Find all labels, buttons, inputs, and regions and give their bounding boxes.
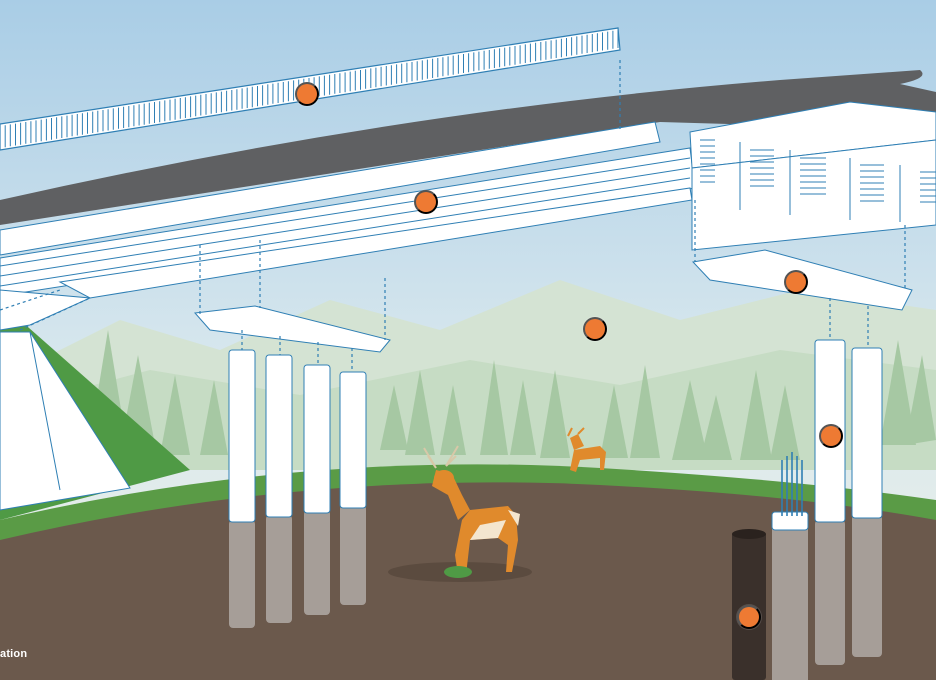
hotspot-wildlife-passage[interactable] <box>583 317 607 341</box>
caption-text: ation <box>0 648 28 660</box>
hotspot-girder[interactable] <box>414 190 438 214</box>
connection-lines <box>0 60 906 372</box>
left-pier-piles <box>228 349 367 628</box>
hotspot-column[interactable] <box>819 424 843 448</box>
hotspot-drilled-shaft[interactable] <box>737 605 761 629</box>
left-pier-cap <box>193 305 391 353</box>
hotspot-railing[interactable] <box>295 82 319 106</box>
deck <box>0 70 936 225</box>
fawn-icon <box>567 427 606 472</box>
shrub <box>444 566 472 578</box>
deer-icon <box>423 445 520 575</box>
rebar-icon <box>781 452 803 516</box>
girder-details <box>0 139 936 287</box>
hotspot-pier-cap[interactable] <box>784 270 808 294</box>
tree-line <box>90 330 936 460</box>
